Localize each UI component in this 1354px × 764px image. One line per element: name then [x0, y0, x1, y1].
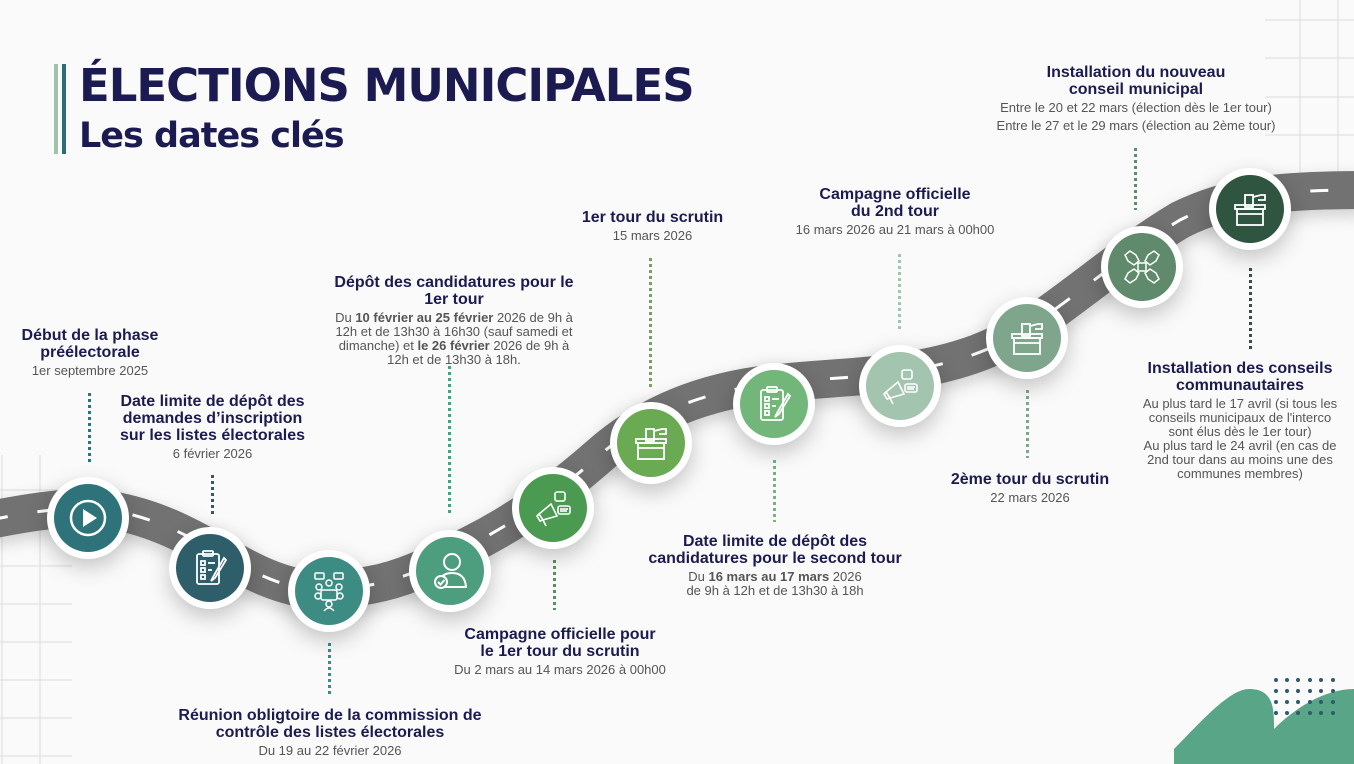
- milestone-label-1er-tour: 1er tour du scrutin 15 mars 2026: [560, 209, 745, 243]
- milestone-date: Du 2 mars au 14 mars 2026 à 00h00: [454, 662, 666, 677]
- ballot-box-icon: [635, 428, 667, 460]
- dot-grid-decoration: [1274, 678, 1335, 715]
- milestone-title: Date limite de dépôt des: [682, 533, 868, 550]
- milestone-label-installation-conseils-communautaires: Installation des conseils communautaires…: [1130, 360, 1350, 481]
- milestone-date: Au plus tard le 24 avril (en cas de: [1143, 438, 1337, 453]
- milestone-label-depot-candidatures-1er-tour: Dépôt des candidatures pour le 1er tour …: [320, 274, 588, 367]
- hands-puzzle-icon: [1124, 250, 1160, 284]
- milestone-node-depot-candidatures-1er-tour[interactable]: [409, 530, 491, 612]
- connector-dots: [88, 393, 91, 465]
- milestone-title: candidatures pour le second tour: [648, 550, 902, 567]
- milestone-label-2eme-tour: 2ème tour du scrutin 22 mars 2026: [930, 471, 1130, 505]
- connector-dots: [773, 460, 776, 522]
- milestone-date: 16 mars 2026 au 21 mars à 00h00: [795, 222, 995, 237]
- clipboard-checklist-icon: [760, 386, 792, 421]
- milestone-node-campagne-1er-tour[interactable]: [512, 467, 594, 549]
- decorative-blob: [1174, 678, 1354, 764]
- milestone-title: Installation des conseils: [1147, 360, 1333, 377]
- connector-dots: [1249, 268, 1252, 350]
- milestone-label-debut-phase: Début de la phase préélectorale 1er sept…: [0, 327, 180, 378]
- milestone-label-campagne-2nd-tour: Campagne officielle du 2nd tour 16 mars …: [775, 186, 1015, 237]
- milestone-title: Installation du nouveau: [1046, 64, 1226, 81]
- milestone-title: du 2nd tour: [851, 203, 939, 220]
- milestone-title: Début de la phase: [21, 327, 159, 344]
- user-check-icon: [434, 553, 468, 589]
- milestone-title: Campagne officielle pour: [464, 626, 656, 643]
- milestone-date: 2nd tour dans au moins une des: [1147, 452, 1333, 467]
- clipboard-checklist-icon: [196, 550, 228, 585]
- megaphone-icon: [882, 369, 918, 405]
- connector-dots: [448, 366, 451, 516]
- milestone-label-date-limite-inscription: Date limite de dépôt des demandes d’insc…: [100, 393, 325, 461]
- milestone-node-installation-conseil-municipal[interactable]: [1101, 226, 1183, 308]
- meeting-icon: [314, 572, 344, 612]
- milestone-title: Date limite de dépôt des: [120, 393, 305, 410]
- milestone-node-installation-conseils-communautaires[interactable]: [1209, 168, 1291, 250]
- page-title: ÉLECTIONS MUNICIPALES: [79, 59, 695, 112]
- title-accent-bar: [54, 64, 58, 154]
- connector-dots: [328, 643, 331, 695]
- milestone-date: 1er septembre 2025: [31, 363, 149, 378]
- milestone-label-installation-conseil-municipal: Installation du nouveau conseil municipa…: [986, 64, 1286, 133]
- milestone-date: Du 19 au 22 février 2026: [258, 743, 402, 758]
- milestone-date: Au plus tard le 17 avril (si tous les: [1142, 396, 1338, 411]
- milestone-node-date-limite-inscription[interactable]: [169, 527, 251, 609]
- milestone-date: sont élus dès le 1er tour): [1168, 424, 1312, 439]
- milestone-title: demandes d’inscription: [122, 410, 303, 427]
- ballot-box-icon: [1234, 194, 1266, 226]
- milestone-node-debut-phase[interactable]: [47, 477, 129, 559]
- milestone-title: le 1er tour du scrutin: [480, 643, 640, 660]
- milestone-title: contrôle des listes électorales: [215, 724, 445, 741]
- milestone-title: Dépôt des candidatures pour le: [334, 274, 574, 291]
- milestone-date: 15 mars 2026: [612, 228, 693, 243]
- milestone-date: Entre le 27 et le 29 mars (élection au 2…: [996, 118, 1276, 133]
- milestone-date: Entre le 20 et 22 mars (élection dès le …: [1000, 100, 1272, 115]
- milestone-title: Campagne officielle: [819, 186, 971, 203]
- milestone-title: sur les listes électorales: [120, 427, 305, 444]
- milestone-date: de 9h à 12h et de 13h30 à 18h: [686, 583, 864, 598]
- megaphone-icon: [535, 491, 571, 527]
- milestone-title: 1er tour du scrutin: [581, 209, 724, 226]
- title-accent-bar: [62, 64, 66, 154]
- milestone-title: communautaires: [1175, 377, 1305, 394]
- connector-dots: [553, 560, 556, 610]
- milestone-date: conseils municipaux de l'interco: [1148, 410, 1332, 425]
- milestone-date: Du 16 mars au 17 mars 2026: [688, 569, 862, 584]
- page-subtitle: Les dates clés: [79, 116, 345, 156]
- play-icon: [69, 499, 107, 537]
- milestone-date: 22 mars 2026: [990, 490, 1070, 505]
- milestone-label-reunion-commission: Réunion obligtoire de la commission de c…: [150, 707, 510, 758]
- milestone-date: 6 février 2026: [172, 446, 253, 461]
- milestone-node-campagne-2nd-tour[interactable]: [859, 345, 941, 427]
- milestone-date: communes membres): [1177, 466, 1303, 481]
- milestone-title: préélectorale: [40, 344, 140, 361]
- milestone-title: conseil municipal: [1068, 81, 1204, 98]
- connector-dots: [1134, 148, 1137, 210]
- milestone-date: Du 10 février au 25 février 2026 de 9h à…: [335, 310, 573, 367]
- milestone-label-campagne-1er-tour: Campagne officielle pour le 1er tour du …: [430, 626, 690, 677]
- milestone-node-1er-tour[interactable]: [610, 402, 692, 484]
- milestone-label-date-limite-2nd-tour: Date limite de dépôt des candidatures po…: [630, 533, 920, 598]
- connector-dots: [211, 475, 214, 517]
- milestone-title: Réunion obligtoire de la commission de: [178, 707, 482, 724]
- connector-dots: [898, 254, 901, 332]
- ballot-box-icon: [1011, 323, 1043, 355]
- connector-dots: [649, 258, 652, 388]
- milestone-node-reunion-commission[interactable]: [288, 550, 370, 632]
- milestone-node-date-limite-2nd-tour[interactable]: [733, 363, 815, 445]
- milestone-title: 1er tour: [424, 291, 484, 308]
- milestone-title: 2ème tour du scrutin: [950, 471, 1110, 488]
- connector-dots: [1026, 390, 1029, 458]
- milestone-node-2eme-tour[interactable]: [986, 297, 1068, 379]
